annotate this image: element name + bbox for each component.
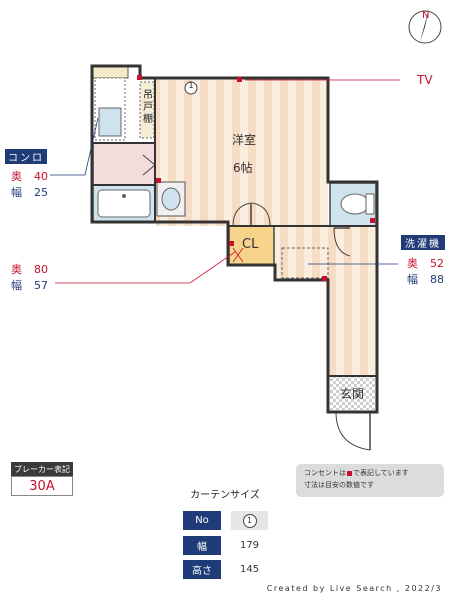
tsuridana-label: 吊戸棚 xyxy=(143,90,153,125)
kitchen-top-shelf xyxy=(92,65,129,79)
outlet-marker xyxy=(370,218,375,223)
washer-spot xyxy=(281,247,329,279)
corridor-floor xyxy=(275,226,328,280)
hallway-floor xyxy=(328,226,376,376)
note-box: コンセントはで表記しています 寸法は目安の数値です xyxy=(296,464,444,497)
closet-label: CL xyxy=(242,237,259,252)
konro-tag: コンロ xyxy=(5,149,47,164)
entrance-floor xyxy=(330,376,376,410)
outlet-marker xyxy=(137,75,142,80)
kitchen-sink xyxy=(98,107,122,137)
outlet-legend-icon xyxy=(347,470,352,476)
outer-walls xyxy=(90,64,379,414)
curtain-key-width: 幅 xyxy=(183,536,221,555)
outlet-marker xyxy=(322,276,327,281)
entrance-label: 玄関 xyxy=(340,387,365,401)
curtain-circle-number: 1 xyxy=(188,81,194,90)
outlet-marker xyxy=(156,178,161,183)
curtain-title: カーテンサイズ xyxy=(190,490,260,501)
curtain-key-height: 高さ xyxy=(183,560,221,579)
washer-tag: 洗濯機 xyxy=(401,235,445,250)
room-size: 6帖 xyxy=(233,161,253,175)
curtain-value-no: 1 xyxy=(231,511,268,530)
tv-label: TV xyxy=(417,73,433,87)
curtain-number-circle xyxy=(184,81,198,95)
room-name: 洋室 xyxy=(232,133,257,147)
curtain-key-no: No xyxy=(183,511,221,530)
footer-credit: Created by Live Search , 2022/3 xyxy=(266,584,442,593)
outlet-marker xyxy=(237,77,242,82)
closet xyxy=(228,225,275,266)
curtain-value-height: 145 xyxy=(231,560,268,579)
curtain-value-width: 179 xyxy=(231,536,268,555)
compass-letter: N xyxy=(422,10,430,21)
washroom xyxy=(92,142,156,186)
breaker-value: 30A xyxy=(11,476,73,496)
breaker-label: ブレーカー表記 xyxy=(11,462,73,476)
outlet-marker xyxy=(229,241,234,246)
bathtub-basin xyxy=(97,189,151,218)
